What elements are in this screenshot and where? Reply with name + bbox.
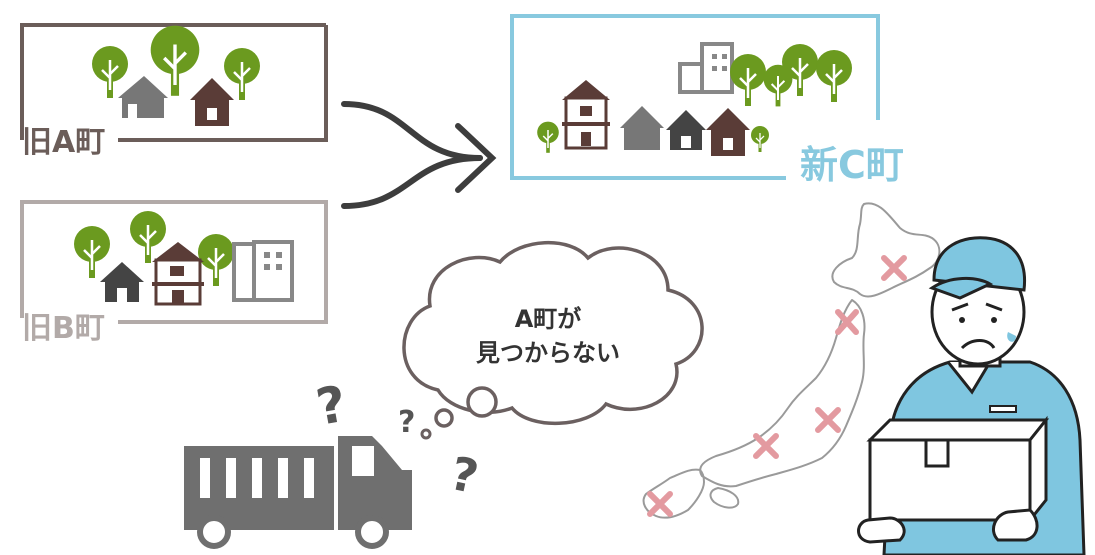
house-icon <box>118 76 168 118</box>
tree-icon <box>750 125 770 153</box>
house-icon <box>100 262 144 302</box>
thought-bubble <box>402 240 704 440</box>
tree-icon <box>90 44 130 100</box>
tree-icon <box>196 232 236 288</box>
new-town-c-label: 新C町 <box>800 143 904 187</box>
old-town-b-panel <box>20 200 328 324</box>
tree-icon <box>814 48 854 104</box>
house-icon <box>666 110 706 150</box>
house-icon <box>706 108 750 156</box>
house-icon <box>562 80 610 150</box>
merge-arrow <box>341 101 497 209</box>
tree-icon <box>128 209 168 265</box>
tree-icon <box>762 63 794 108</box>
question-mark-icon: ? <box>446 446 483 504</box>
new-town-c-panel <box>510 14 880 180</box>
old-town-a-label: 旧A町 <box>22 125 106 160</box>
house-icon <box>152 242 204 306</box>
old-town-a-panel <box>20 23 328 142</box>
tree-icon <box>536 120 560 154</box>
house-icon <box>620 106 664 150</box>
house-icon <box>190 78 234 126</box>
truck-icon <box>184 436 412 549</box>
question-mark-icon: ? <box>312 375 351 437</box>
tree-icon <box>222 46 262 102</box>
tree-icon <box>149 23 201 98</box>
thought-line-1: A町が <box>514 305 582 333</box>
question-mark-icon: ? <box>398 405 415 440</box>
tree-icon <box>72 224 112 280</box>
delivery-worker-illustration <box>857 236 1086 555</box>
not-found-cross-icons <box>647 255 907 517</box>
thought-bubble-text: A町が 見つからない <box>468 302 628 370</box>
tree-icon <box>728 52 768 108</box>
building-icon <box>678 42 734 94</box>
japan-map <box>642 202 941 519</box>
old-town-b-label: 旧B町 <box>22 311 105 346</box>
thought-line-2: 見つからない <box>476 339 620 367</box>
building-icon <box>232 240 294 302</box>
